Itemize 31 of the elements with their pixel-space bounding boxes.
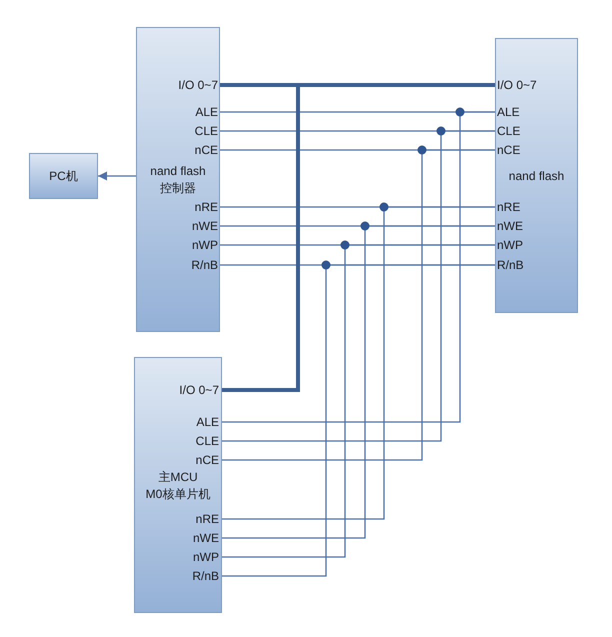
pin-label: ALE (195, 105, 218, 119)
pin-label: ALE (196, 415, 219, 429)
pin-label: CLE (497, 124, 520, 138)
pin-label: nRE (497, 200, 520, 214)
pin-label: ALE (497, 105, 520, 119)
pin-label: nRE (196, 512, 219, 526)
pin-label: I/O 0~7 (178, 78, 218, 92)
module-block: PC机 (29, 153, 98, 199)
block-title: nand flash (508, 168, 566, 185)
block-title: 主MCU M0核单片机 (144, 469, 212, 503)
pin-label: I/O 0~7 (179, 383, 219, 397)
pin-label: nWP (192, 238, 218, 252)
pin-label: nWE (192, 219, 218, 233)
module-block (495, 38, 578, 313)
pin-label: CLE (196, 434, 219, 448)
arrow (98, 172, 136, 180)
pin-label: nCE (196, 453, 219, 467)
pin-label: nWE (192, 531, 219, 545)
pin-label: R/nB (192, 569, 219, 583)
pin-label: nWE (497, 219, 524, 233)
pin-label: R/nB (497, 258, 524, 272)
pin-label: nWP (497, 238, 524, 252)
module-block (134, 357, 222, 613)
pin-label: nWP (192, 550, 219, 564)
pin-label: CLE (194, 124, 218, 138)
pin-label: R/nB (191, 258, 218, 272)
pin-label: I/O 0~7 (497, 78, 537, 92)
pin-label: nCE (497, 143, 520, 157)
module-block (136, 27, 220, 332)
pin-label: nRE (194, 200, 218, 214)
pin-label: nCE (194, 143, 218, 157)
